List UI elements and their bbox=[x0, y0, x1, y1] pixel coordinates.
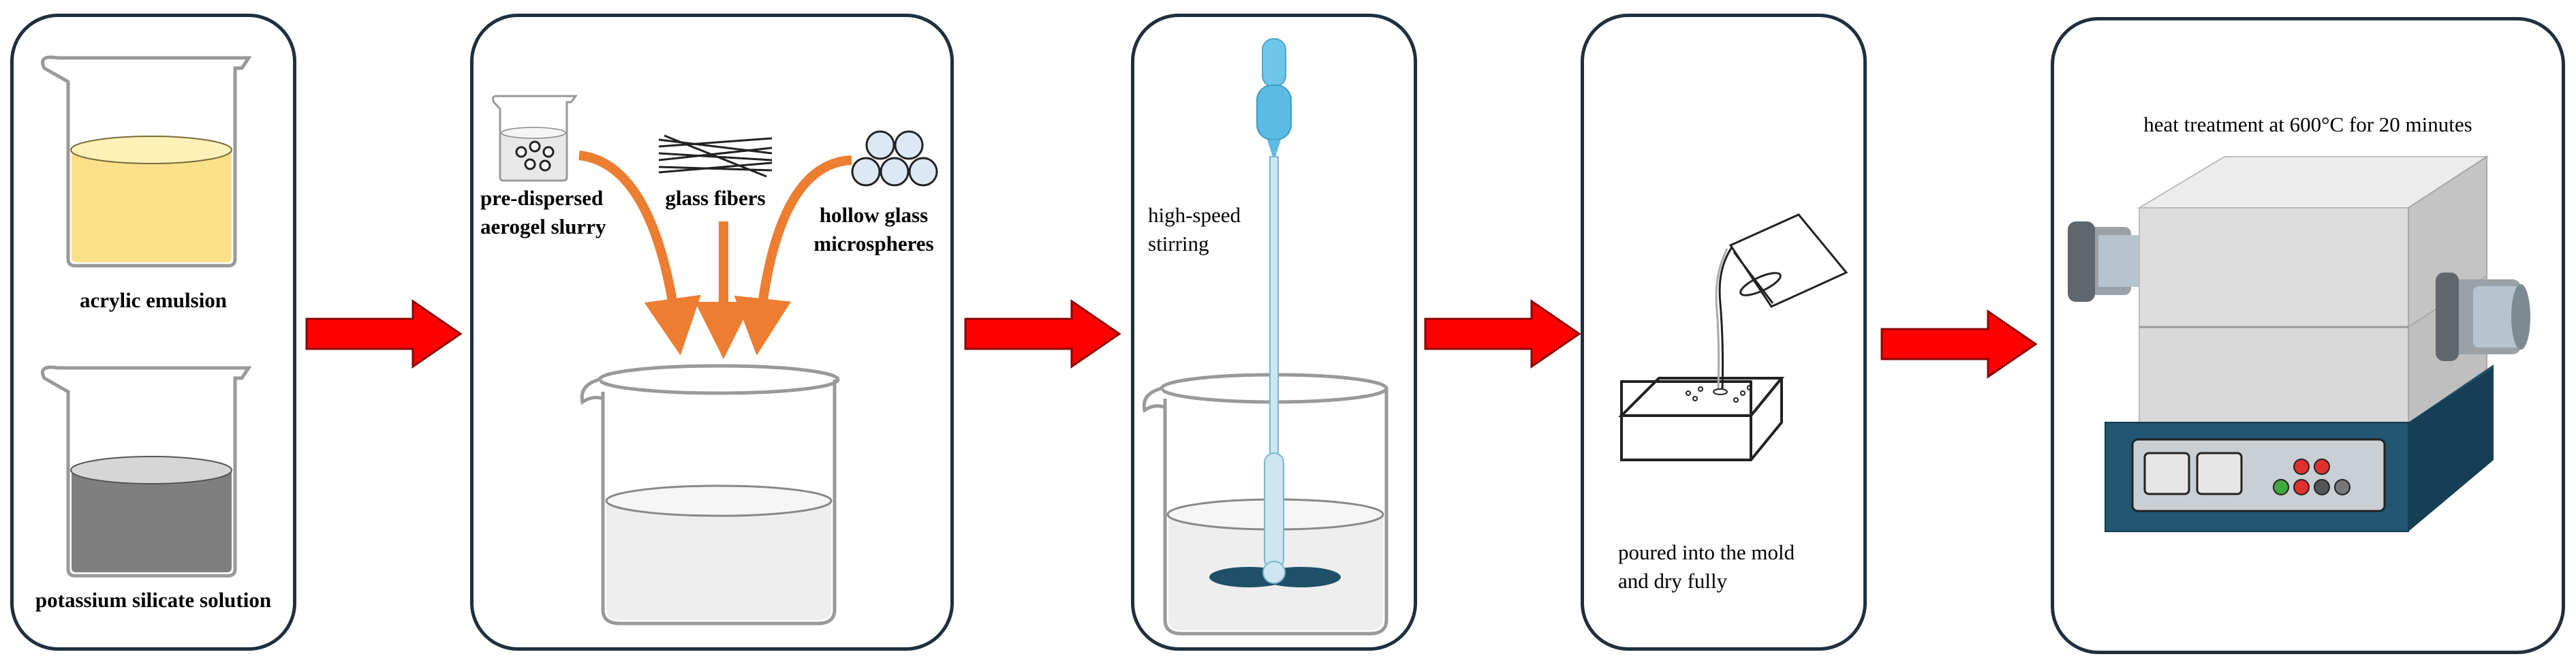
acrylic-emulsion-label: acrylic emulsion bbox=[79, 288, 228, 312]
process-arrow-2 bbox=[964, 299, 1121, 369]
aerogel-slurry-beaker-icon bbox=[492, 95, 578, 182]
beaker-acrylic-emulsion bbox=[41, 55, 252, 268]
hollow-microspheres-icon bbox=[851, 130, 938, 187]
heat-treatment-label: heat treatment at 600°C for 20 minutes bbox=[2143, 112, 2472, 136]
process-arrow-4 bbox=[1880, 309, 2038, 379]
potassium-silicate-label: potassium silicate solution bbox=[35, 588, 272, 612]
pouring-mold-illustration bbox=[1618, 213, 1848, 461]
tube-furnace-icon bbox=[2068, 155, 2530, 532]
pour-mold-label: poured into the mold and dry fully bbox=[1618, 540, 1795, 593]
process-arrow-1 bbox=[305, 299, 463, 369]
glass-fibers-label: glass fibers bbox=[665, 186, 766, 210]
beaker-potassium-silicate bbox=[41, 365, 252, 578]
aerogel-slurry-label: pre-dispersed aerogel slurry bbox=[480, 186, 606, 238]
high-speed-stirring-label: high-speed stirring bbox=[1148, 203, 1241, 256]
glass-fibers-icon bbox=[658, 134, 773, 178]
hollow-microspheres-label: hollow glass microspheres bbox=[813, 203, 934, 256]
process-arrow-3 bbox=[1424, 299, 1581, 369]
orange-addition-arrows bbox=[578, 151, 852, 359]
mixing-beaker bbox=[580, 364, 840, 625]
panel-molding bbox=[1581, 14, 1867, 651]
stirrer-rod-icon bbox=[1209, 38, 1341, 587]
